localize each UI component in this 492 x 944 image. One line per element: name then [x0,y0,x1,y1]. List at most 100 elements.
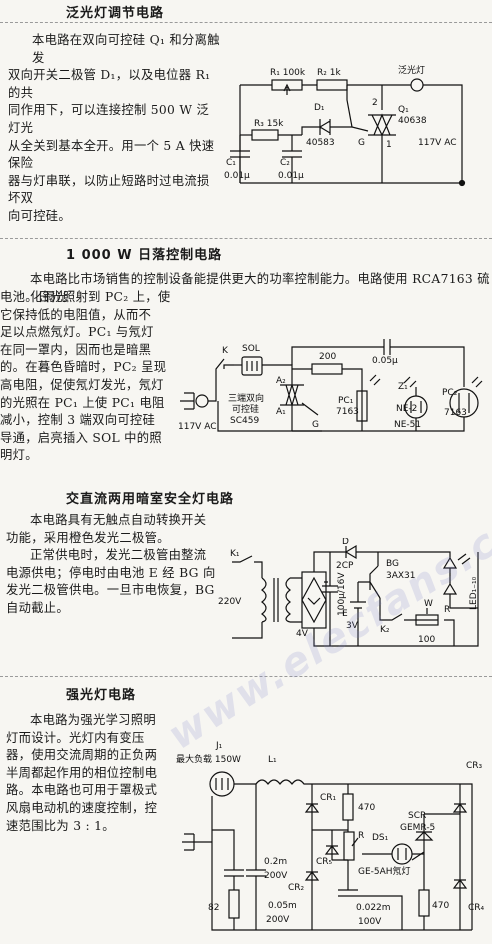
label-t1: 1 [386,140,392,150]
label-k1: K₁ [230,549,240,559]
label-ac-supply: 117V AC [418,138,456,148]
paragraph-line: 它保持低的电阻值，从而不 [0,307,152,322]
label-c-02m: 0.2m [264,857,287,867]
paragraph-line: 速范围比为 3 : 1。 [6,818,115,833]
label-bg-part: 3AX31 [386,571,416,581]
paragraph-line: 本电路具有无触点自动转换开关 [30,513,207,527]
paragraph-line: 的光照在 PC₁ 上使 PC₁ 电阻 [0,395,165,410]
label-cr1: CR₁ [320,793,337,803]
paragraph-line: 风扇电动机的速度控制，控 [6,800,158,815]
label-q1: Q₁ [398,105,409,115]
paragraph-line: 同作用下，可以连接控制 500 W 泛灯光 [8,103,210,135]
section-title-darkroom-light: 交直流两用暗室安全灯电路 [66,492,235,507]
paragraph-line: 向可控硅。 [8,208,71,223]
paragraph-line: 正常供电时，发光二极管由整流 [30,548,207,563]
label-c1-value: 0.01μ [224,171,250,181]
label-ac-supply: 117V AC [178,422,216,432]
label-4v: 4V [296,629,309,639]
paragraph-line: 电池。日光照射到 PC₂ 上，使 [0,290,171,304]
floodlight-paragraph: 本电路在双向可控硅 Q₁ 和分离触发 双向开关二极管 D₁，以及电位器 R₁ 的… [8,32,220,226]
label-diode-d: D [342,538,349,547]
label-100: 100 [418,635,435,645]
label-cr4: CR₄ [468,903,485,913]
label-sol: SOL [242,344,260,354]
label-max-load: 最大负载 150W [176,753,241,765]
paragraph-line: 高电阻，促使氖灯发光，氖灯 [0,377,164,392]
label-triac-1: 三端双向 [228,392,264,404]
paragraph-line: 的。在暮色昏暗时，PC₂ 呈现 [0,360,167,375]
paragraph-line: 本电路在双向可控硅 Q₁ 和分离触发 [32,33,220,65]
label-3v: 3V [346,621,359,631]
label-triac-2: 可控硅 [232,403,259,415]
sunset-paragraph: 电池。日光照射到 PC₂ 上，使 它保持低的电阻值，从而不 足以点燃氖灯。PC₁… [0,289,205,465]
paragraph-line: 从全关到基本全开。用一个 5 A 快速保险 [8,138,215,171]
label-d1-part: 40583 [306,138,335,148]
label-220v: 220V [218,597,242,607]
label-c-005m: 0.05m [268,901,297,911]
label-cr2: CR₂ [288,883,305,893]
label-r3: R₃ 15k [254,119,284,129]
section-title-strong-light: 强光灯电路 [66,688,137,703]
paragraph-line: 在同一罩内，因而也是暗黑 [0,342,152,357]
paragraph-line: 减小，控制 3 端双向可控硅 [0,413,156,428]
sunset-circuit-diagram: K SOL 200 0.05μ A₂ A₁ G 三端双向 可控硅 SC459 P… [178,339,483,432]
paragraph-line: 器，使用交流周期的正负两 [6,748,158,763]
label-z1: Z₁ [398,382,408,392]
label-cr5: CR₅ [316,857,333,867]
label-r2: R₂ 1k [317,68,341,78]
label-gemr: GEMR-5 [400,823,435,833]
label-a1: A₁ [276,407,286,417]
label-470-a: 470 [358,803,375,813]
label-w: W [424,599,433,609]
label-pc2: PC₂ [442,388,458,398]
strong-light-paragraph: 本电路为强光学习照明 灯而设计。光灯内有变压 器，使用交流周期的正负两 半周都起… [6,712,174,835]
paragraph-line: 器与灯串联，以防止短路时过电流损坏双 [8,173,210,206]
paragraph-line: 明灯。 [0,448,38,463]
paragraph-line: 自动截止。 [6,600,69,615]
label-lamp: 泛光灯 [398,64,425,76]
label-cap: 0.05μ [372,356,398,366]
paragraph-line: 电源供电；停电时由电池 E 经 BG 向 [6,565,216,580]
label-battery-e: E [342,609,348,619]
paragraph-line: 导通，启亮插入 SOL 中的照 [0,430,162,445]
paragraph-line: 双向开关二极管 D₁，以及电位器 R₁ 的共 [8,68,211,100]
label-r-pot: R [358,831,364,841]
section-divider [0,22,492,23]
label-c-022m: 0.022m [356,903,391,913]
label-cr3: CR₃ [466,761,483,771]
label-ne51: NE-51 [394,420,421,430]
label-r: R [444,605,450,615]
floodlight-circuit-diagram: R₁ 100k R₂ 1k 泛光灯 R₃ 15k D₁ 40583 Q₁ 406… [224,64,466,187]
paragraph-line: 灯而设计。光灯内有变压 [6,730,145,745]
label-c2: C₂ [280,158,290,168]
label-scr: SCR [408,811,426,821]
label-l1: L₁ [268,755,277,765]
label-ne2: NE-2 [396,404,417,414]
label-gate: G [312,420,319,430]
darkroom-circuit-diagram: K₁ 220V 4V D 2CP BG 3AX31 100μ/16V E 3V … [218,538,479,647]
label-r82: 82 [208,903,219,913]
paragraph-line: 路。本电路也可用于罩极式 [6,783,158,798]
strong-light-circuit-diagram: J₁ 最大负载 150W L₁ 0.2m 200V 82 0.05m 200V … [176,741,485,931]
section-divider [0,676,492,677]
label-ds1: DS₁ [372,833,389,843]
label-triac-3: SC459 [230,416,259,426]
label-200v-b: 200V [266,915,290,925]
paragraph-line: 功能，采用橙色发光二极管。 [6,530,170,545]
label-100v: 100V [358,917,382,927]
section-title-sunset-control: 1 000 W 日落控制电路 [66,248,223,263]
label-200v-a: 200V [264,871,288,881]
label-2cp: 2CP [336,561,354,571]
sunset-paragraph-lead: 本电路比市场销售的控制设备能提供更大的功率控制能力。电路使用 RCA7163 硫… [0,271,492,306]
paragraph-line: 本电路为强光学习照明 [30,713,156,727]
paragraph-line: 本电路比市场销售的控制设备能提供更大的功率控制能力。电路使用 RCA7163 硫… [30,272,490,304]
label-neon-lamp: GE-5AH氖灯 [358,865,411,877]
darkroom-paragraph: 本电路具有无触点自动转换开关 功能，采用橙色发光二极管。 正常供电时，发光二极管… [6,512,218,618]
paragraph-line: 发光二极管供电。一旦市电恢复，BG [6,583,215,598]
label-q1-part: 40638 [398,116,427,126]
label-470-b: 470 [432,901,449,911]
label-j1: J₁ [215,741,223,751]
label-t2: 2 [372,98,378,108]
paragraph-line: 半周都起作用的相位控制电 [6,765,158,780]
section-divider [0,238,492,239]
